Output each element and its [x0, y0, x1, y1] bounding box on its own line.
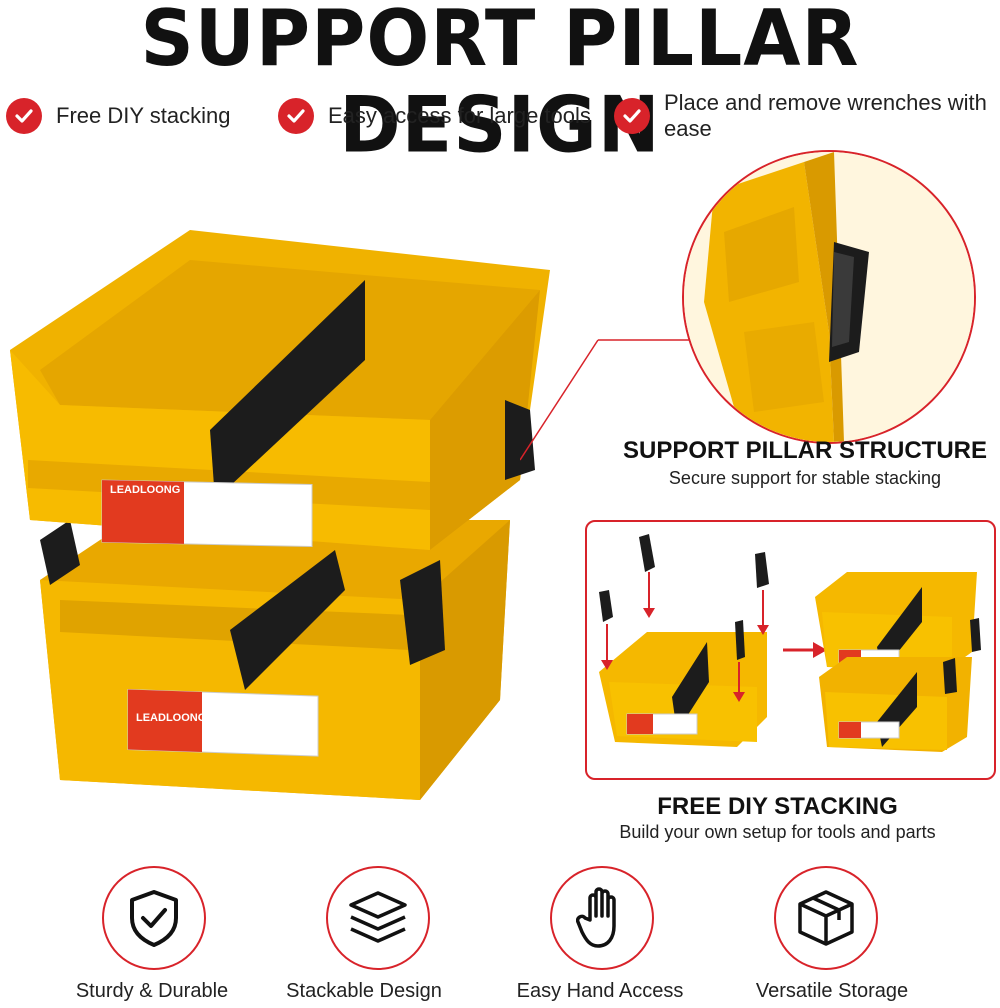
pillar-heading: SUPPORT PILLAR STRUCTURE — [622, 437, 987, 464]
layers-icon — [326, 866, 430, 970]
box-icon — [774, 866, 878, 970]
feature-label: Easy access for large tools — [328, 103, 591, 128]
brand-label-lower: LEADLOONG — [136, 712, 207, 724]
icon-label-hand: Easy Hand Access — [516, 980, 684, 1002]
diy-heading: FREE DIY STACKING — [657, 793, 898, 820]
icon-label-stackable: Stackable Design — [286, 980, 442, 1002]
feature-icon-hand — [550, 866, 654, 970]
feature-icon-sturdy — [102, 866, 206, 970]
hand-icon — [550, 866, 654, 970]
page-title: SUPPORT PILLAR DESIGN — [140, 0, 860, 171]
stacked-bins-illustration — [10, 230, 550, 800]
feature-item-1: Free DIY stacking — [6, 96, 230, 136]
lower-divider — [230, 550, 345, 690]
feature-item-2: Easy access for large tools — [278, 96, 591, 136]
lower-bin — [40, 520, 510, 800]
check-circle-icon — [6, 98, 42, 134]
check-circle-icon — [614, 98, 650, 134]
check-circle-icon — [278, 98, 314, 134]
upper-bin — [10, 230, 550, 550]
feature-label: Place and remove wrenches with ease — [664, 90, 987, 141]
diy-caption: Build your own setup for tools and parts — [619, 822, 936, 842]
shield-check-icon — [102, 866, 206, 970]
diy-stacking-panel — [585, 520, 996, 780]
icon-label-storage: Versatile Storage — [755, 980, 909, 1002]
pillar-zoom-detail — [682, 150, 976, 444]
feature-item-3: Place and remove wrenches with ease — [614, 90, 1000, 141]
feature-icon-storage — [774, 866, 878, 970]
icon-label-sturdy: Sturdy & Durable — [75, 980, 229, 1002]
brand-label-upper: LEADLOONG — [110, 484, 181, 496]
pillar-caption: Secure support for stable stacking — [668, 468, 942, 488]
upper-divider — [210, 280, 365, 500]
feature-icon-stackable — [326, 866, 430, 970]
zoom-connector — [520, 339, 690, 461]
feature-label: Free DIY stacking — [56, 103, 231, 128]
